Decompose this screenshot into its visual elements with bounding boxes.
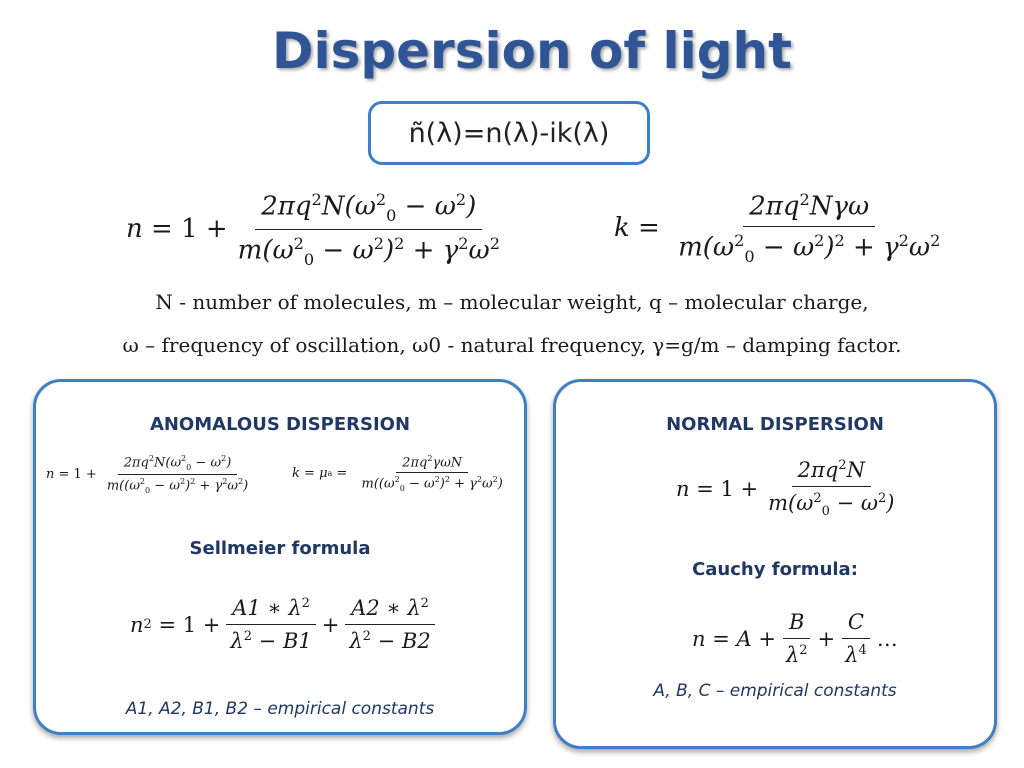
normal-dispersion-panel: NORMAL DISPERSION n = 1 + 2πq2N m(ω20 − … xyxy=(553,379,997,749)
sellmeier-heading: Sellmeier formula xyxy=(189,538,371,559)
anomalous-dispersion-panel: ANOMALOUS DISPERSION n = 1 + 2πq2N(ω20 −… xyxy=(33,379,527,735)
cauchy-formula: n = A + B λ2 + C λ4 … xyxy=(692,610,898,667)
variable-description-line-1: N - number of molecules, m – molecular w… xyxy=(155,290,869,314)
anomalous-dispersion-heading: ANOMALOUS DISPERSION xyxy=(149,414,411,435)
cauchy-heading: Cauchy formula: xyxy=(692,559,858,580)
anomalous-n-formula: n = 1 + 2πq2N(ω20 − ω2) m((ω20 − ω2)2 + … xyxy=(46,454,249,495)
normal-dispersion-heading: NORMAL DISPERSION xyxy=(666,414,884,435)
complex-index-equation: ñ(λ)=n(λ)-ik(λ) xyxy=(408,117,610,149)
refractive-index-formula: n = 1 + 2πq2N(ω20 − ω2) m(ω20 − ω2)2 + γ… xyxy=(126,190,500,269)
complex-index-equation-box: ñ(λ)=n(λ)-ik(λ) xyxy=(368,101,650,165)
normal-n-formula: n = 1 + 2πq2N m(ω20 − ω2) xyxy=(676,458,895,520)
extinction-coefficient-formula: k = 2πq2Nγω m(ω20 − ω2)2 + γ2ω2 xyxy=(614,190,941,266)
page-title: Dispersion of light xyxy=(271,22,793,80)
variable-description-line-2: ω – frequency of oscillation, ω0 - natur… xyxy=(122,333,902,357)
sellmeier-constants-note: A1, A2, B1, B2 – empirical constants xyxy=(125,699,435,719)
cauchy-constants-note: A, B, C – empirical constants xyxy=(653,681,897,701)
